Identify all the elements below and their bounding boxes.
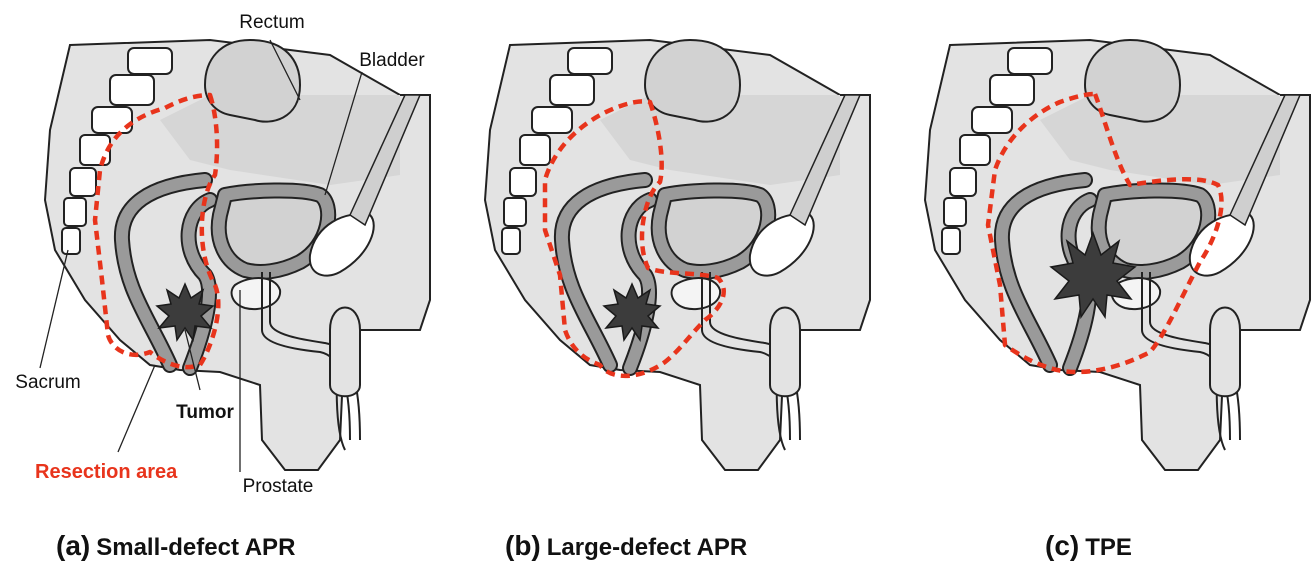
panel-b: (b)Large-defect APR [485,40,870,561]
panel-a: Rectum Bladder Sacrum Tumor Resection ar… [15,12,430,561]
label-tumor: Tumor [176,402,234,423]
label-rectum: Rectum [239,12,304,33]
label-sacrum: Sacrum [15,372,80,393]
label-resection-area: Resection area [35,461,178,483]
panel-c: (c)TPE [925,40,1310,561]
caption-b: (b)Large-defect APR [505,530,747,561]
caption-a: (a)Small-defect APR [56,530,295,561]
label-prostate: Prostate [243,476,314,497]
label-bladder: Bladder [359,50,425,71]
caption-c: (c)TPE [1045,530,1132,561]
